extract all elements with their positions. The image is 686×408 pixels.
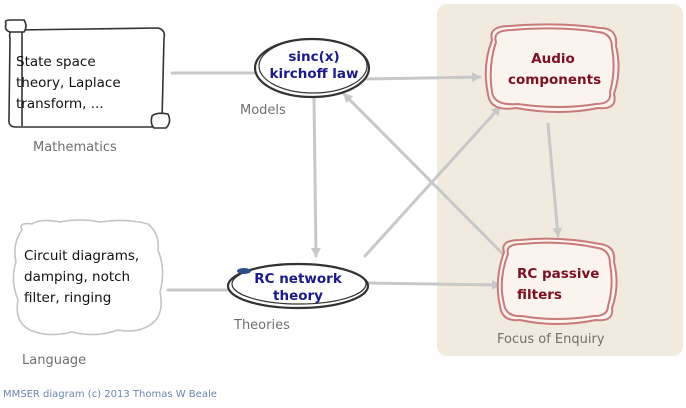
models-label: Models [240,103,286,118]
language-node-text: Circuit diagrams, damping, notch filter,… [24,248,140,306]
edge-audio-filters [546,122,563,238]
language-label: Language [22,353,87,368]
edge-theories-audio [363,105,502,258]
mathematics-label: Mathematics [33,140,117,155]
edge-models-theories [310,95,321,258]
edge-models-audio [363,72,482,83]
audio-node-text: Audio components [508,51,602,88]
theories-ellipse [226,262,370,310]
credit-text: MMSER diagram (c) 2013 Thomas W Beale [3,389,217,400]
filters-node-text: RC passive filters [517,266,600,303]
language-cloud [12,219,164,336]
edge-theories-filters [365,279,502,290]
audio-shape [484,23,620,113]
filters-shape [496,237,618,325]
theories-label: Theories [234,318,290,333]
mathematics-node-text: State space theory, Laplace transform, .… [16,54,121,112]
models-node-text: sinc(x) kirchoff law [269,49,359,82]
mathematics-scroll [4,19,171,129]
focus-label: Focus of Enquiry [497,332,605,347]
theories-node-text: RC network theory [254,271,342,304]
models-ellipse [253,37,371,99]
edge-filters-models [342,92,505,256]
